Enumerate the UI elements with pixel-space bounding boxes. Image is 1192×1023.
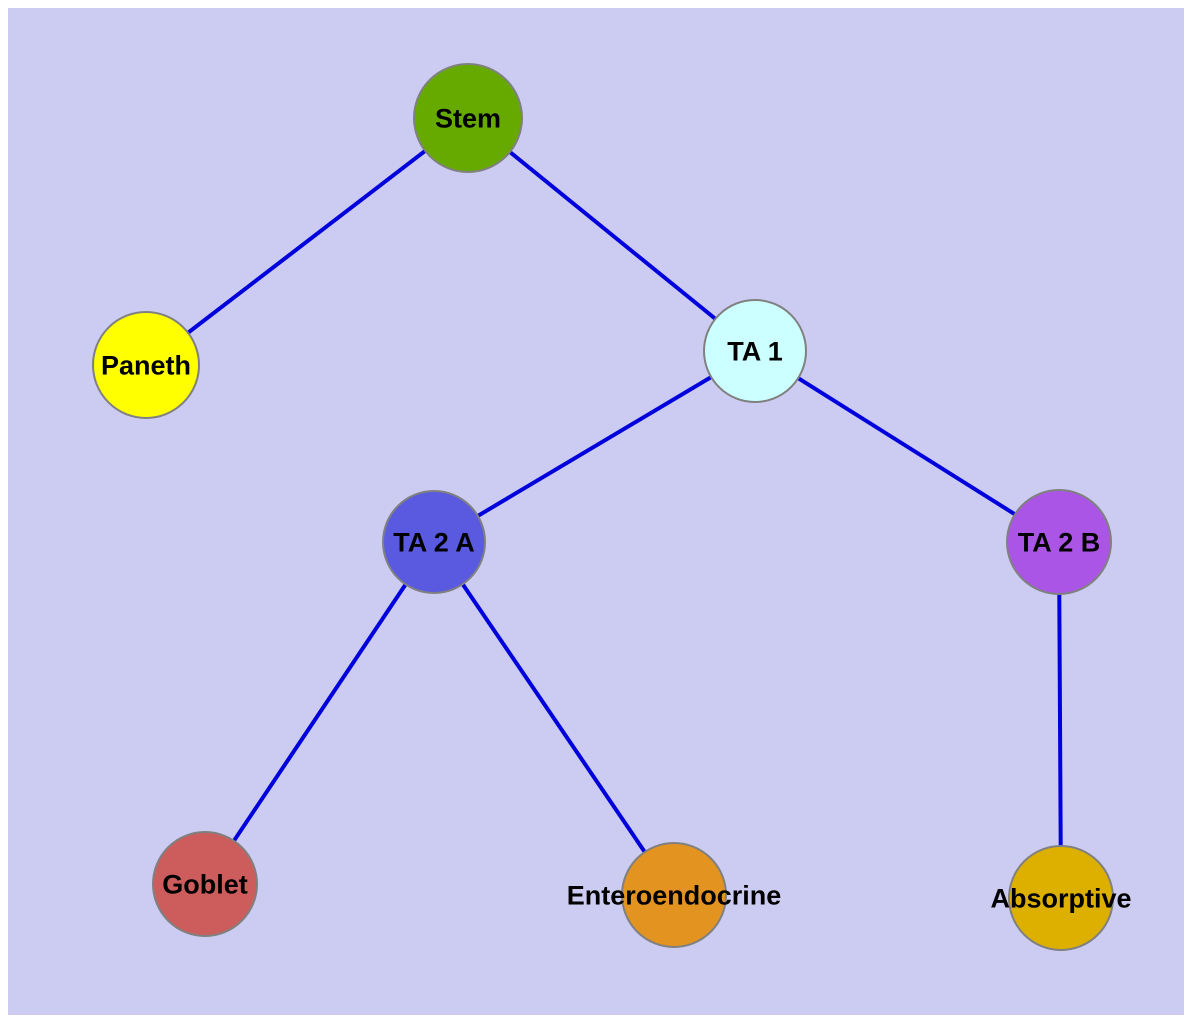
- node-paneth[interactable]: Paneth: [92, 311, 200, 419]
- edge-ta-2-b-to-absorptive: [1057, 541, 1063, 899]
- node-ta-2-a[interactable]: TA 2 A: [382, 490, 486, 594]
- edge-ta-1-to-ta-2-b: [753, 349, 1061, 544]
- node-ta-1[interactable]: TA 1: [703, 299, 807, 403]
- ta-2-a-circle[interactable]: [382, 490, 486, 594]
- ta-2-b-label: TA 2 B: [1018, 527, 1101, 557]
- stem-label: Stem: [435, 103, 501, 133]
- node-absorptive[interactable]: Absorptive: [990, 845, 1132, 951]
- absorptive-circle[interactable]: [1008, 845, 1114, 951]
- stem-circle[interactable]: [413, 63, 523, 173]
- goblet-circle[interactable]: [152, 831, 258, 937]
- node-goblet[interactable]: Goblet: [152, 831, 258, 937]
- node-stem[interactable]: Stem: [413, 63, 523, 173]
- paneth-label: Paneth: [101, 350, 191, 380]
- ta-1-label: TA 1: [727, 336, 783, 366]
- enteroendocrine-label: Enteroendocrine: [567, 880, 782, 910]
- edge-ta-2-a-to-enteroendocrine: [432, 540, 676, 897]
- paneth-circle[interactable]: [92, 311, 200, 419]
- edge-ta-1-to-ta-2-a: [432, 349, 757, 544]
- node-enteroendocrine[interactable]: Enteroendocrine: [567, 842, 782, 948]
- absorptive-label: Absorptive: [990, 883, 1131, 913]
- goblet-label: Goblet: [162, 869, 248, 899]
- edge-ta-2-a-to-goblet: [203, 540, 436, 886]
- ta-2-b-circle[interactable]: [1006, 489, 1112, 595]
- enteroendocrine-circle[interactable]: [621, 842, 727, 948]
- edge-stem-to-ta-1: [466, 116, 757, 353]
- edge-stem-to-paneth: [144, 116, 470, 367]
- edges-layer: [144, 116, 1063, 899]
- ta-1-circle[interactable]: [703, 299, 807, 403]
- ta-2-a-label: TA 2 A: [393, 527, 475, 557]
- node-ta-2-b[interactable]: TA 2 B: [1006, 489, 1112, 595]
